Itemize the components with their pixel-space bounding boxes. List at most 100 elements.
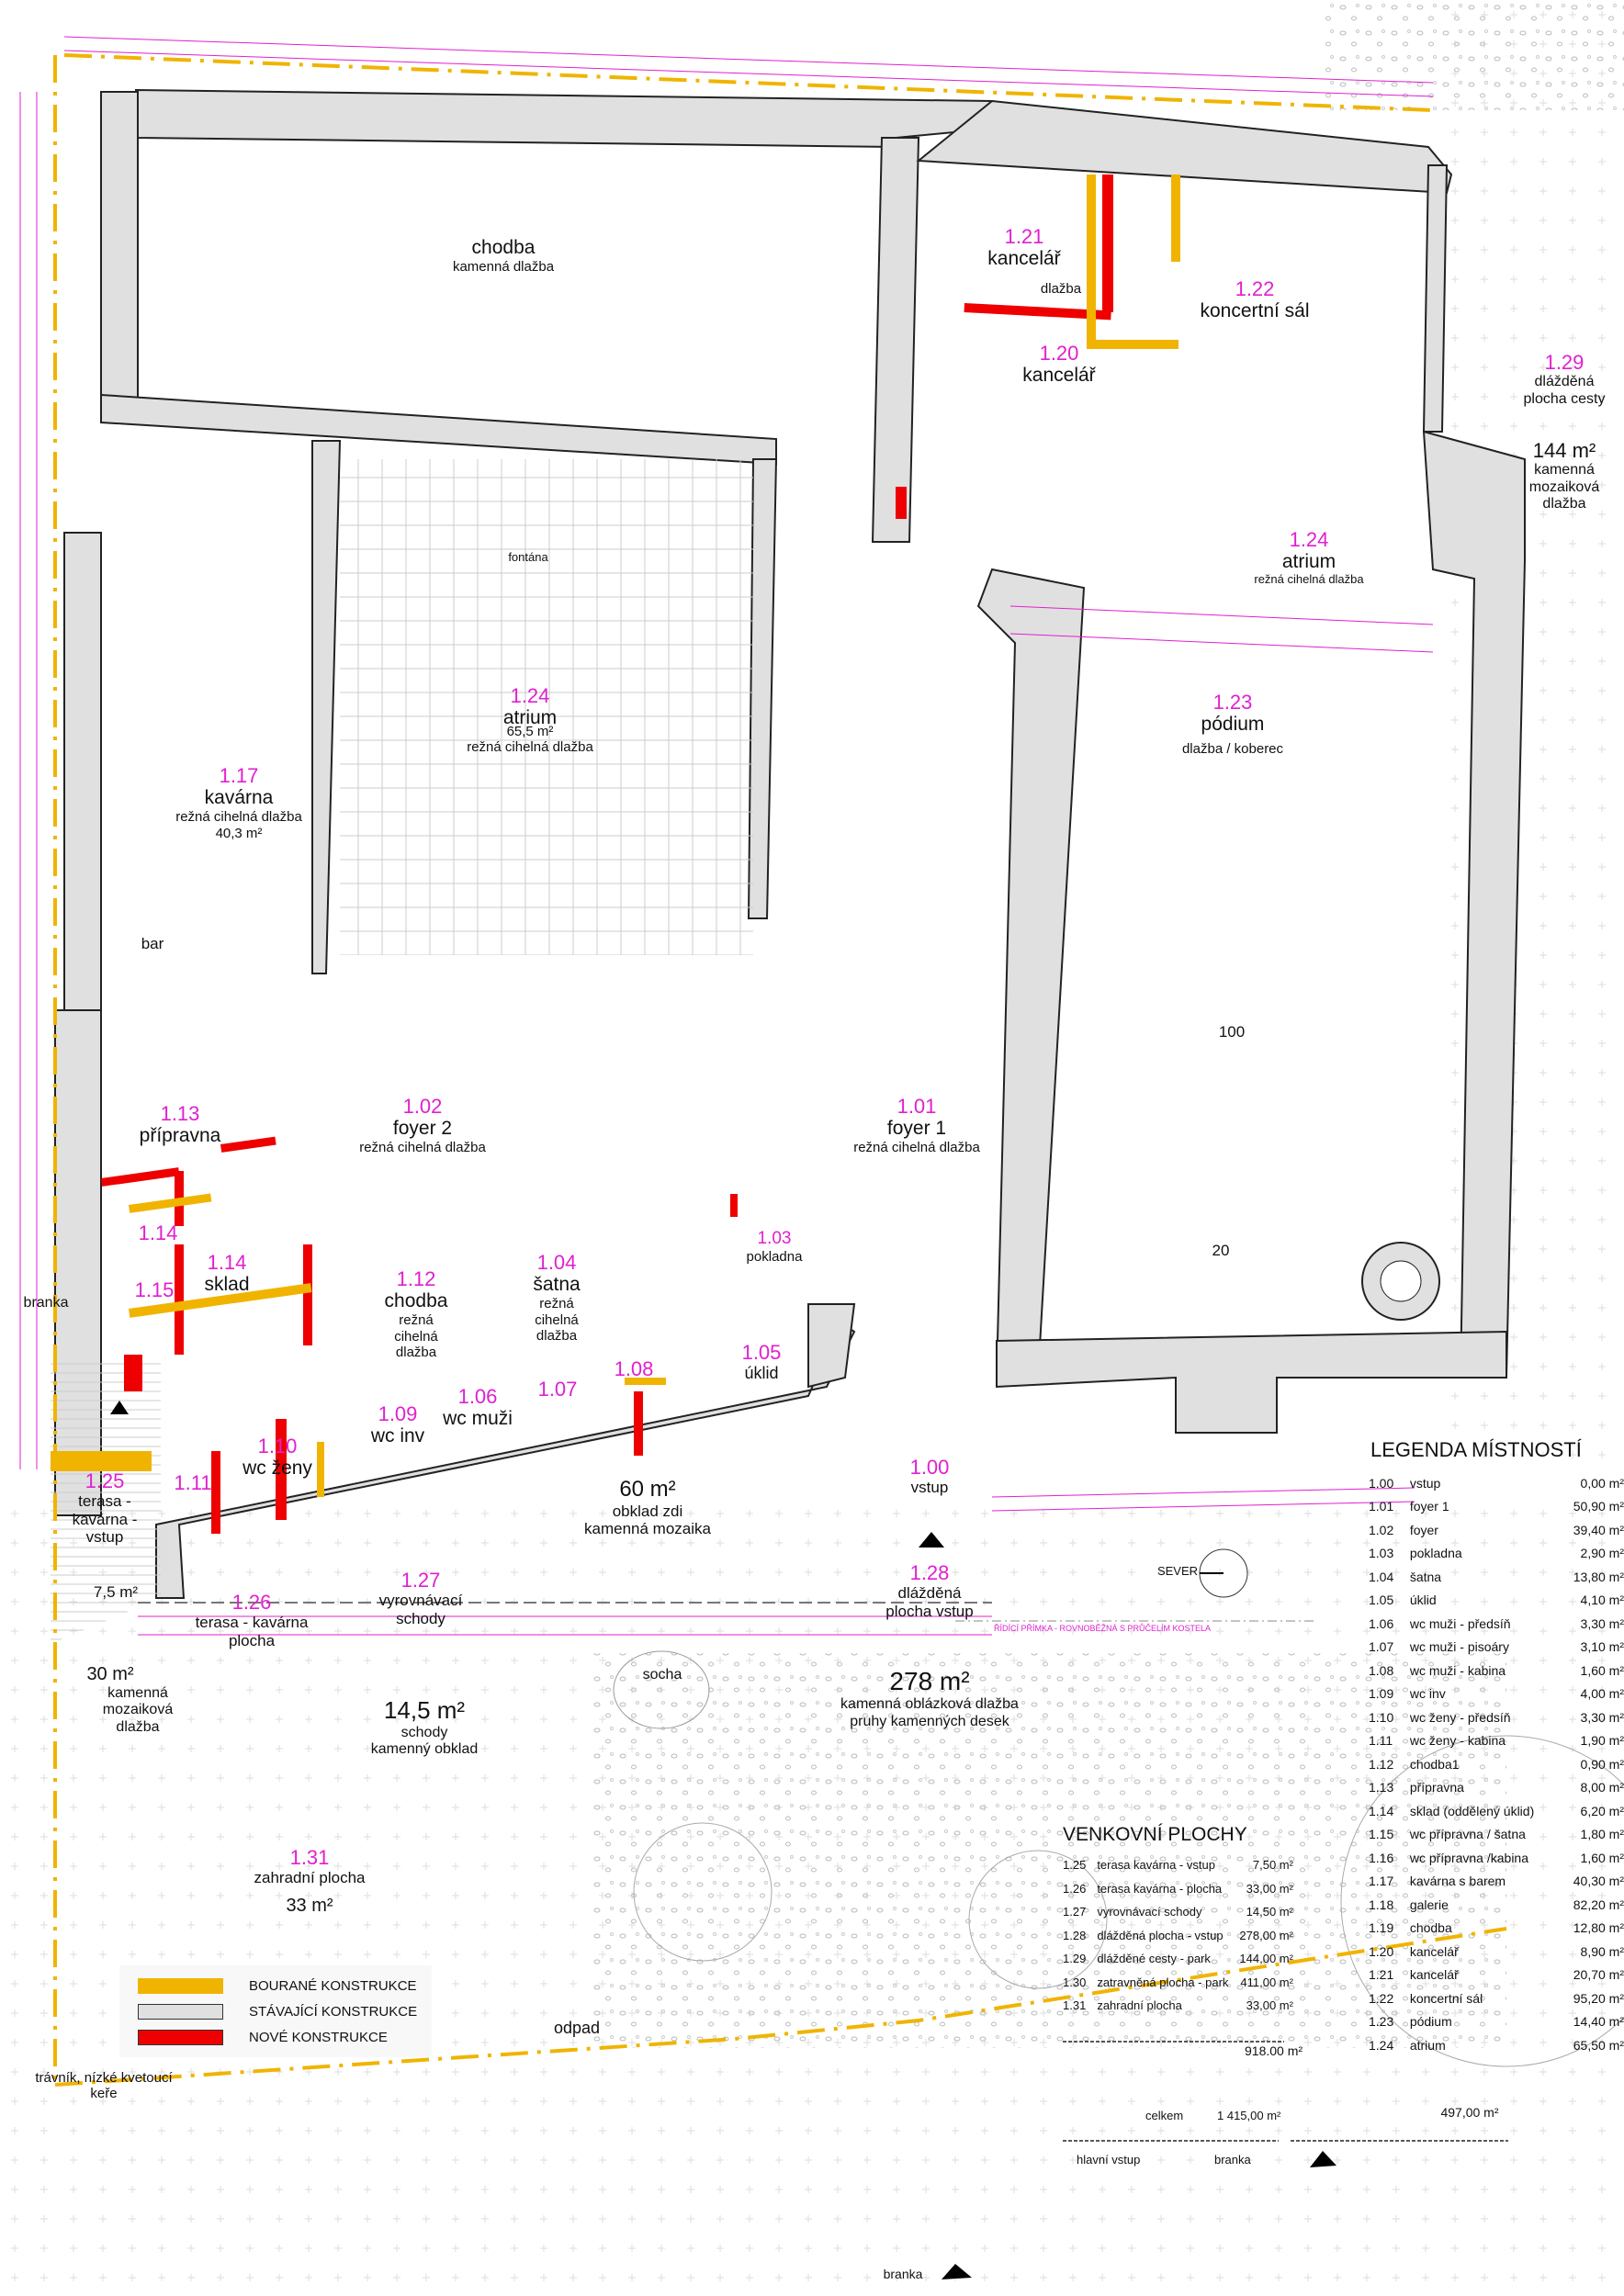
room-label-1-19: 1.20 kancelář: [1022, 342, 1096, 387]
main-entrance-arrow: [919, 1532, 944, 1548]
legend-cell-area: 20,70 m²: [1573, 1967, 1624, 1983]
legend-cell-id: 1.10: [1369, 1709, 1394, 1725]
legend-cell-id: 1.25: [1063, 1858, 1087, 1873]
floor-note-dlazba: dlažba: [1040, 281, 1082, 297]
legend-cell-id: 1.17: [1369, 1874, 1394, 1889]
gate-label: branka: [883, 2267, 923, 2281]
outdoor-label-1-25: 1.25 terasa - kavárna - vstup: [72, 1469, 138, 1547]
legend-cell-name: chodba: [1409, 1920, 1452, 1936]
waste-label: odpad: [553, 2019, 601, 2037]
key-row-existing: STÁVAJÍCÍ KONSTRUKCE: [119, 1998, 432, 2024]
legend-cell-area: 14,40 m²: [1573, 2014, 1624, 2030]
legend-cell-id: 1.03: [1369, 1546, 1394, 1561]
room-label-1-03: 1.03 pokladna: [746, 1229, 803, 1265]
room-label-1-12: 1.12 chodba režná cihelná dlažba: [384, 1267, 448, 1360]
outdoor-label-1-27: 1.27 vyrovnávací schody: [378, 1569, 463, 1627]
wall-cladding-label: 60 m² obklad zdi kamenná mozaika: [584, 1477, 711, 1538]
legend-cell-id: 1.18: [1369, 1896, 1394, 1912]
legend-cell-id: 1.21: [1369, 1967, 1394, 1983]
room-label-1-17: 1.17 kavárna režná cihelná dlažba 40,3 m…: [175, 764, 302, 841]
reference-line-note: ŘÍDÍCÍ PŘÍMKA - ROVNOBĚŽNÁ S PRŮČELÍM KO…: [993, 1624, 1212, 1633]
legend-cell-id: 1.16: [1369, 1850, 1394, 1865]
legend-cell-area: 7,50 m²: [1252, 1858, 1293, 1873]
room-label-1-09: 1.09 wc inv: [370, 1402, 425, 1447]
construction-key: BOURANÉ KONSTRUKCE STÁVAJÍCÍ KONSTRUKCE …: [119, 1965, 432, 2057]
legend-cell-name: sklad (oddělený úklid): [1409, 1803, 1535, 1818]
outdoor-subtotal: 918.00 m²: [1245, 2043, 1303, 2058]
legend-cell-name: wc inv: [1409, 1686, 1446, 1702]
seat-count-20: 20: [1212, 1242, 1230, 1259]
legend-cell-area: 4,10 m²: [1580, 1593, 1624, 1608]
legend-cell-name: wc přípravna / šatna: [1409, 1827, 1526, 1842]
legend-cell-name: dlážděná plocha - vstup: [1097, 1928, 1224, 1942]
legend-cell-id: 1.22: [1369, 1990, 1394, 2006]
room-label-1-20: 1.21 kancelář: [987, 225, 1061, 270]
legend-cell-name: kavárna s barem: [1409, 1874, 1506, 1889]
legend-cell-id: 1.04: [1369, 1569, 1394, 1584]
legend-cell-id: 1.05: [1369, 1593, 1394, 1608]
legend-cell-name: vyrovnávací schody: [1097, 1905, 1202, 1919]
room-label-1-10: 1.10 wc ženy: [242, 1435, 312, 1480]
legend-cell-name: úklid: [1409, 1593, 1437, 1608]
legend-cell-area: 95,20 m²: [1573, 1990, 1624, 2006]
room-label-galerie: chodba kamenná dlažba: [452, 237, 555, 276]
north-label: SEVER: [1156, 1564, 1199, 1578]
legend-cell-id: 1.24: [1369, 2037, 1394, 2053]
side-gate-arrow: [110, 1401, 129, 1414]
legend-cell-area: 1,90 m²: [1580, 1733, 1624, 1749]
legend-cell-name: atrium: [1409, 2037, 1446, 2053]
fountain-label: fontána: [508, 550, 548, 564]
legend-cell-id: 1.26: [1063, 1881, 1087, 1896]
legend-cell-id: 1.09: [1369, 1686, 1394, 1702]
legend-cell-area: 1,60 m²: [1580, 1662, 1624, 1678]
key-row-new: NOVÉ KONSTRUKCE: [119, 2024, 432, 2050]
legend-cell-name: foyer: [1409, 1522, 1438, 1537]
legend-cell-area: 65,50 m²: [1573, 2037, 1624, 2053]
legend-cell-area: 4,00 m²: [1580, 1686, 1624, 1702]
room-label-1-01: 1.01 foyer 1 režná cihelná dlažba: [853, 1095, 980, 1156]
outdoor-label-1-31: 1.31 zahradní plocha: [254, 1846, 366, 1887]
paved-area-label: 278 m² kamenná oblázková dlažba pruhy ka…: [840, 1667, 1019, 1729]
stairs-area-label: 14,5 m² schody kamenný obklad: [370, 1696, 479, 1758]
legend-cell-id: 1.31: [1063, 1998, 1087, 2013]
legend-cell-id: 1.00: [1369, 1475, 1394, 1491]
legend-cell-id: 1.14: [1369, 1803, 1394, 1818]
room-label-1-00: 1.00 vstup: [909, 1456, 950, 1497]
legend-cell-id: 1.29: [1063, 1952, 1087, 1966]
legend-cell-area: 40,30 m²: [1573, 1874, 1624, 1889]
legend-cell-id: 1.27: [1063, 1905, 1087, 1919]
lawn-label: trávník, nízké kvetoucí keře: [35, 2070, 173, 2102]
legend-cell-name: foyer 1: [1409, 1499, 1449, 1514]
room-label-1-23: 1.24 atrium režná cihelná dlažba: [1254, 528, 1364, 587]
legend-row: 1.05 úklid 4,10 m²: [1363, 1589, 1624, 1613]
outdoor-label-1-26: 1.26 terasa - kavárna plocha: [195, 1591, 309, 1649]
path-area-label: 144 m² kamenná mozaiková dlažba: [1528, 439, 1600, 512]
legend-row: 1.21 kancelář 20,70 m²: [1363, 1964, 1624, 1987]
legend-cell-name: kancelář: [1409, 1967, 1459, 1983]
legend-cell-id: 1.02: [1369, 1522, 1394, 1537]
room-label-1-07: 1.07: [537, 1378, 578, 1401]
legend-cell-id: 1.28: [1063, 1928, 1087, 1942]
room-label-1-02: 1.02 foyer 2 režná cihelná dlažba: [359, 1095, 486, 1156]
legend-cell-area: 3,30 m²: [1580, 1615, 1624, 1631]
legend-cell-area: 13,80 m²: [1573, 1569, 1624, 1584]
seat-count-100: 100: [1218, 1023, 1246, 1041]
legend-cell-name: pódium: [1409, 2014, 1452, 2030]
legend-cell-area: 12,80 m²: [1573, 1920, 1624, 1936]
